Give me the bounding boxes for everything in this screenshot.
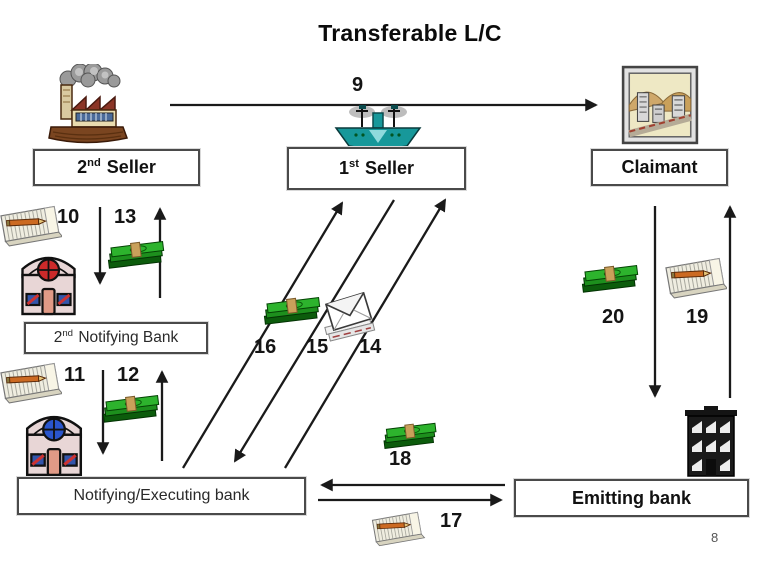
flow-step-18: 18: [389, 448, 412, 470]
flow-step-14: 14: [359, 336, 382, 358]
money-stack-icon: [260, 294, 322, 328]
office-building-icon: [680, 404, 742, 478]
page-title: Transferable L/C: [318, 20, 502, 46]
node-label: 2nd Notifying Bank: [53, 327, 179, 346]
city-picture-icon: [621, 64, 699, 146]
flow-step-20: 20: [602, 306, 625, 328]
money-stack-icon: [99, 392, 161, 426]
flow-step-9: 9: [352, 74, 364, 96]
ordinal-suffix: nd: [87, 157, 101, 169]
flow-step-16: 16: [254, 336, 277, 358]
ordinal-suffix: st: [349, 158, 359, 170]
bank-building-icon: [22, 410, 86, 478]
bank-building-icon: [17, 251, 80, 317]
flow-step-19: 19: [686, 306, 709, 328]
factory-icon: [40, 64, 132, 148]
slide-page-number: 8: [711, 530, 719, 545]
node-1st-seller: 1st Seller: [287, 147, 466, 190]
node-2nd-seller: 2nd Seller: [33, 149, 200, 186]
flow-step-15: 15: [306, 336, 329, 358]
document-pad-icon: [663, 250, 727, 304]
node-emitting-bank: Emitting bank: [514, 479, 749, 517]
node-label: Emitting bank: [571, 487, 691, 508]
node-label: Notifying/Executing bank: [73, 487, 250, 504]
flow-step-10: 10: [57, 206, 80, 228]
flow-step-12: 12: [117, 364, 140, 386]
cargo-ship-icon: [332, 102, 422, 152]
node-label: 1st Seller: [339, 158, 414, 178]
document-pad-icon: [0, 198, 62, 252]
flow-step-11: 11: [64, 364, 86, 386]
node-notifying-executing-bank: Notifying/Executing bank: [17, 477, 306, 515]
flow-step-13: 13: [114, 206, 137, 228]
document-pad-icon: [0, 356, 62, 408]
node-claimant: Claimant: [591, 149, 728, 186]
node-label: Claimant: [621, 157, 698, 177]
flow-step-17: 17: [440, 510, 463, 532]
node-label: 2nd Seller: [77, 157, 156, 177]
node-2nd-notifying-bank: 2nd Notifying Bank: [24, 322, 208, 354]
money-stack-icon: [578, 262, 640, 296]
money-stack-icon: [104, 238, 166, 272]
ordinal-suffix: nd: [62, 327, 74, 339]
document-pad-icon: [364, 506, 430, 550]
